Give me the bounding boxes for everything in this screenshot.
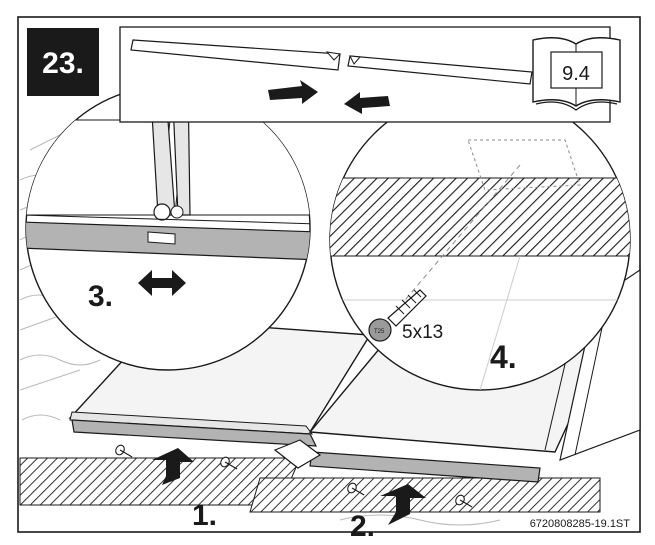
roof-batten-right <box>249 477 601 513</box>
book-icon <box>532 37 621 111</box>
double-arrow-icon <box>138 270 186 296</box>
figure-number-badge <box>27 28 99 96</box>
step-label-2: 2. <box>350 510 375 543</box>
up-arrow-icon <box>380 484 426 525</box>
arrow-left-icon <box>344 92 390 114</box>
arrow-right-icon <box>268 80 318 104</box>
manual-reference: 9.4 <box>562 63 590 85</box>
part-code: 6720808285-19.1ST <box>530 518 631 530</box>
screw-head-mark: T25 <box>374 329 385 335</box>
figure-number: 23. <box>42 47 84 80</box>
up-arrow-icon <box>152 448 194 485</box>
screw-group-lower <box>115 444 473 508</box>
screw-size-label: 5x13 <box>402 322 443 343</box>
screw-icon <box>368 289 427 342</box>
step-label-4: 4. <box>490 339 517 375</box>
step-label-1: 1. <box>192 499 217 532</box>
rail-connector <box>273 439 322 469</box>
mounting-rail-right <box>309 451 541 483</box>
inset-profiles <box>130 39 533 85</box>
step-label-3: 3. <box>88 280 113 313</box>
detail-right-content <box>330 139 630 390</box>
mounting-rail-left <box>71 419 318 447</box>
